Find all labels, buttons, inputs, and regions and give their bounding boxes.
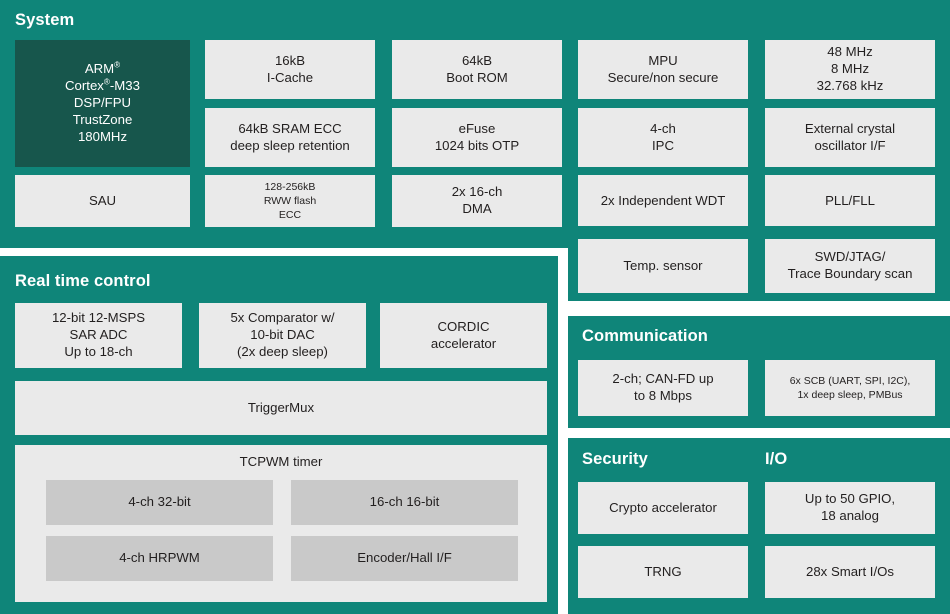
cell-debug-swd-jtag: SWD/JTAG/Trace Boundary scan bbox=[765, 239, 935, 293]
cell-gpio: Up to 50 GPIO,18 analog bbox=[765, 482, 935, 534]
communication-panel-title: Communication bbox=[582, 327, 708, 345]
cell-tcpwm-4ch-32bit: 4-ch 32-bit bbox=[46, 480, 273, 525]
cell-comparator-dac: 5x Comparator w/10-bit DAC(2x deep sleep… bbox=[199, 303, 366, 368]
cell-tcpwm-timer-group: TCPWM timer 4-ch 32-bit 16-ch 16-bit 4-c… bbox=[15, 445, 547, 602]
cell-tcpwm-timer-label: TCPWM timer bbox=[239, 453, 323, 469]
real-time-control-panel-title: Real time control bbox=[15, 272, 151, 290]
cell-tcpwm-16ch-16bit: 16-ch 16-bit bbox=[291, 480, 518, 525]
cell-triggermux: TriggerMux bbox=[15, 381, 547, 435]
cell-wdt: 2x Independent WDT bbox=[578, 175, 748, 227]
system-panel-title: System bbox=[15, 11, 75, 29]
cell-pll-fll: PLL/FLL bbox=[765, 175, 935, 227]
cell-crypto-accelerator: Crypto accelerator bbox=[578, 482, 748, 534]
cell-trng: TRNG bbox=[578, 546, 748, 598]
cell-temp-sensor: Temp. sensor bbox=[578, 239, 748, 293]
cell-scb: 6x SCB (UART, SPI, I2C),1x deep sleep, P… bbox=[765, 360, 935, 416]
cell-tcpwm-encoder-hall: Encoder/Hall I/F bbox=[291, 536, 518, 581]
cell-sau: SAU bbox=[15, 175, 190, 227]
io-panel-title: I/O bbox=[765, 450, 788, 468]
cell-smart-io: 28x Smart I/Os bbox=[765, 546, 935, 598]
security-panel-title: Security bbox=[582, 450, 648, 468]
cell-tcpwm-4ch-hrpwm: 4-ch HRPWM bbox=[46, 536, 273, 581]
